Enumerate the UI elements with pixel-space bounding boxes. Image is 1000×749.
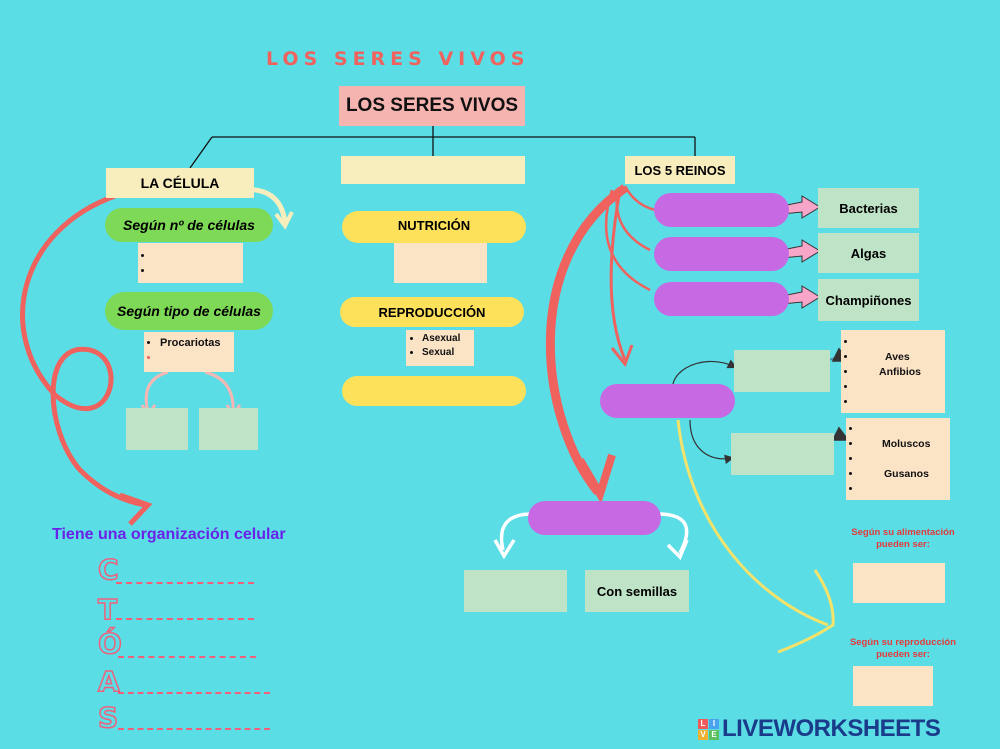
celula-loop-arrow — [20, 193, 146, 508]
sin-semillas-answer-box[interactable] — [464, 570, 567, 612]
reino-pill-1[interactable] — [654, 193, 789, 227]
reino-pill-2[interactable] — [654, 237, 789, 271]
invertebrados-item-3 — [862, 452, 950, 467]
nutricion-pill: NUTRICIÓN — [342, 211, 526, 243]
live-cube-icon: L I V E — [698, 718, 719, 740]
tipo-item-2 — [160, 351, 234, 366]
ctoas-letter-s: S — [97, 701, 119, 734]
reino-box-champinones: Champiñones — [818, 279, 919, 321]
ctoas-letter-o: Ó — [97, 627, 122, 660]
celula-title: LA CÉLULA — [106, 168, 254, 198]
reino-box-algas: Algas — [818, 233, 919, 273]
segun-tipo-pill: Según tipo de células — [105, 292, 273, 330]
logo-letter-v: V — [698, 729, 708, 740]
main-title-box: LOS SERES VIVOS — [339, 86, 525, 126]
vertebrados-item-3: Anfibios — [857, 365, 945, 380]
reproduccion-reino-answer-box[interactable] — [853, 666, 933, 706]
invertebrados-item-5 — [862, 482, 950, 497]
vertebrados-item-1 — [857, 335, 945, 350]
reproduccion-item-asexual: Asexual — [422, 332, 474, 346]
reproduccion-pill: REPRODUCCIÓN — [340, 297, 524, 327]
segun-tipo-answer-box[interactable]: Procariotas — [144, 332, 234, 372]
liveworksheets-text: LIVEWORKSHEETS — [722, 715, 941, 742]
invertebrados-item-1 — [862, 422, 950, 437]
segun-tipo-label: Según tipo de células — [117, 303, 261, 319]
invertebrados-answer-box[interactable] — [731, 433, 834, 475]
banner-title: LOS SERES VIVOS — [266, 48, 530, 70]
segun-numero-label: Según nº de células — [123, 217, 255, 233]
reproduccion-answer-box: Asexual Sexual — [406, 330, 474, 366]
logo-letter-e: E — [709, 729, 719, 740]
ctoas-answer-line-1[interactable] — [116, 570, 254, 584]
ctoas-letter-c: C — [97, 553, 119, 586]
reproduccion-label: Según su reproducción pueden ser: — [849, 637, 957, 660]
animal-kingdom-pill[interactable] — [600, 384, 735, 418]
invertebrados-item-4: Gusanos — [862, 467, 950, 482]
segun-numero-pill: Según nº de células — [105, 208, 273, 242]
vertebrados-item-5 — [857, 395, 945, 410]
vertebrados-list-box: Aves Anfibios — [841, 330, 945, 413]
tipo-item-1: Procariotas — [160, 336, 234, 351]
logo-letter-l: L — [698, 718, 708, 729]
plant-kingdom-pill[interactable] — [528, 501, 661, 535]
reinos-red-arrows — [545, 184, 656, 495]
ctoas-answer-line-2[interactable] — [116, 606, 254, 620]
logo-letter-i: I — [709, 718, 719, 729]
relacion-pill-empty[interactable] — [342, 376, 526, 406]
vertebrados-item-4 — [857, 380, 945, 395]
eucariotas-answer-box[interactable] — [199, 408, 258, 450]
reino-pill-3[interactable] — [654, 282, 789, 316]
reino-box-bacterias: Bacterias — [818, 188, 919, 228]
vertebrados-item-2: Aves — [857, 350, 945, 365]
alimentacion-answer-box[interactable] — [853, 563, 945, 603]
ctoas-answer-line-5[interactable] — [118, 716, 270, 730]
numero-item-1 — [154, 249, 243, 264]
numero-item-2 — [154, 264, 243, 279]
procariotas-answer-box[interactable] — [126, 408, 188, 450]
funciones-title-box[interactable] — [341, 156, 525, 184]
con-semillas-box: Con semillas — [585, 570, 689, 612]
organizacion-heading: Tiene una organización celular — [52, 526, 286, 543]
segun-numero-answer-box[interactable] — [138, 243, 243, 283]
invertebrados-item-2: Moluscos — [862, 437, 950, 452]
ctoas-letter-a: A — [97, 665, 120, 698]
ctoas-answer-line-3[interactable] — [118, 644, 256, 658]
nutricion-answer-box[interactable] — [394, 243, 487, 283]
reproduccion-item-sexual: Sexual — [422, 346, 474, 360]
tree-lines — [189, 126, 696, 169]
ctoas-answer-line-4[interactable] — [118, 680, 270, 694]
vertebrados-answer-box[interactable] — [734, 350, 830, 392]
liveworksheets-logo: L I V E LIVEWORKSHEETS — [698, 714, 998, 744]
reinos-title: LOS 5 REINOS — [625, 156, 735, 184]
alimentacion-label: Según su alimentación pueden ser: — [851, 527, 955, 550]
yellow-arrow — [676, 419, 829, 627]
invertebrados-list-box: Moluscos Gusanos — [846, 418, 950, 500]
ctoas-letter-t: T — [97, 593, 118, 626]
